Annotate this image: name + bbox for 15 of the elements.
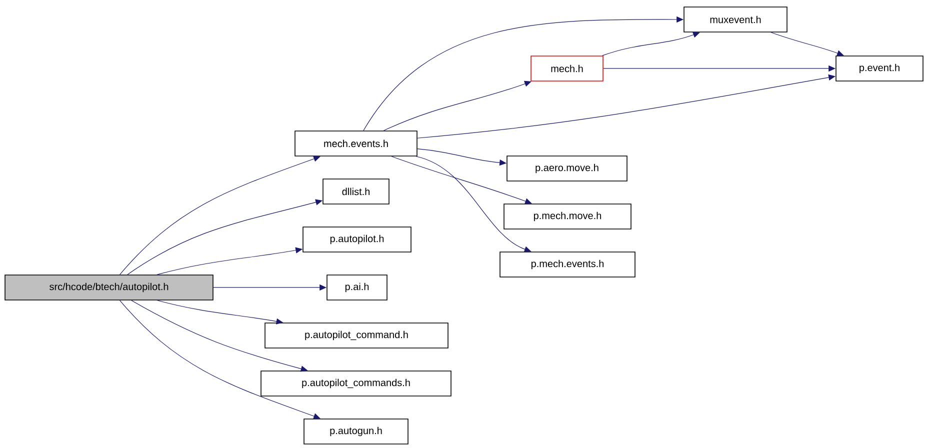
file-box: mech.h (530, 56, 604, 82)
file-box: p.ai.h (326, 274, 388, 300)
file-box: p.autopilot_command.h (264, 322, 448, 348)
file-box: p.aero.move.h (506, 156, 628, 182)
file-box: muxevent.h (684, 6, 788, 32)
file-box: mech.events.h (294, 130, 418, 156)
file-box: dllist.h (322, 178, 390, 204)
file-box: p.mech.events.h (500, 252, 636, 278)
file-box: src/hcode/btech/autopilot.h (4, 274, 214, 300)
file-box: p.autogun.h (304, 418, 408, 444)
file-box: p.mech.move.h (504, 204, 632, 230)
file-box: p.autopilot_commands.h (260, 370, 452, 396)
arrow (416, 156, 532, 252)
file-box: p.autopilot.h (302, 226, 412, 252)
file-box: p.event.h (836, 56, 924, 82)
